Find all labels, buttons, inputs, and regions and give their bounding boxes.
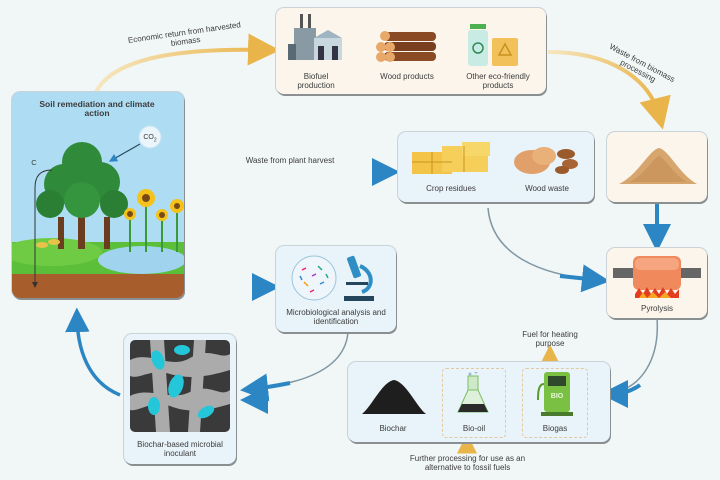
log-pile-icon xyxy=(376,31,436,62)
arrow-inoculant-to-soil xyxy=(65,307,121,397)
tree-icon xyxy=(36,142,128,249)
soil-panel-title: Soil remediation and climate action xyxy=(39,99,155,118)
micro-label: Microbiological analysis and identificat… xyxy=(286,308,386,326)
biogas-badge: BIO xyxy=(550,393,564,400)
label-fuel-heating: Fuel for heating purpose xyxy=(522,330,578,348)
biomass-waste-box: Crop residues Wood waste xyxy=(398,132,594,202)
sawdust-pile-icon xyxy=(619,148,697,184)
arrow-pyrolysis-to-outputs xyxy=(609,317,659,394)
pyrolysis-label: Pyrolysis xyxy=(640,304,673,313)
products-box: Biofuel production Wood products Other e… xyxy=(276,8,546,94)
inoculant-box: Biochar-based microbial inoculant xyxy=(124,334,236,464)
waste-label-wood: Wood waste xyxy=(525,184,569,193)
output-label-biogas: Biogas xyxy=(542,424,568,433)
factory-icon xyxy=(288,14,342,60)
arrow-waste-processing xyxy=(547,50,671,130)
microbe-micrograph-icon xyxy=(130,340,230,432)
sawdust-box xyxy=(607,132,707,202)
soil-remediation-panel: Soil remediation and climate action xyxy=(12,92,184,298)
product-label-eco: Other eco-friendly products xyxy=(466,72,530,90)
co2-label: CO2 xyxy=(143,134,157,144)
output-label-bio-oil: Bio-oil xyxy=(462,424,486,433)
flask-icon xyxy=(457,372,489,413)
arrow-micro-to-inoculant xyxy=(249,331,349,389)
wood-chunks-icon xyxy=(514,147,578,174)
soil-layer xyxy=(12,274,184,298)
label-plant-harvest: Waste from plant harvest xyxy=(245,156,335,165)
bio-oil-frame xyxy=(442,368,506,438)
biochar-pile-icon xyxy=(362,380,426,414)
fuel-pump-icon xyxy=(537,372,573,416)
pyrolysis-reactor-icon xyxy=(613,256,701,298)
label-further-processing: Further processing for use as an alterna… xyxy=(409,454,526,472)
output-label-biochar: Biochar xyxy=(379,424,407,433)
microbiological-analysis-box: Microbiological analysis and identificat… xyxy=(276,246,396,332)
waste-label-crop: Crop residues xyxy=(426,184,476,193)
product-label-wood: Wood products xyxy=(380,72,434,81)
hay-bales-icon xyxy=(412,142,490,174)
arrow-economic-return xyxy=(94,33,280,93)
biogas-frame xyxy=(522,368,588,438)
recycle-packaging-icon xyxy=(468,24,518,66)
pyrolysis-box: Pyrolysis xyxy=(607,248,707,318)
inoculant-label: Biochar-based microbial inoculant xyxy=(137,440,223,458)
microscope-icon xyxy=(291,255,374,301)
arrow-waste-to-pyrolysis xyxy=(487,207,599,281)
product-label-biofuel: Biofuel production xyxy=(297,72,335,90)
sunflower-icon xyxy=(124,189,184,252)
carbon-label: C xyxy=(31,158,37,167)
co2-bubble xyxy=(138,125,162,149)
pyrolysis-outputs-box: Biochar Bio-oil BIO Biogas xyxy=(348,362,610,442)
landscape-illustration xyxy=(12,125,184,298)
